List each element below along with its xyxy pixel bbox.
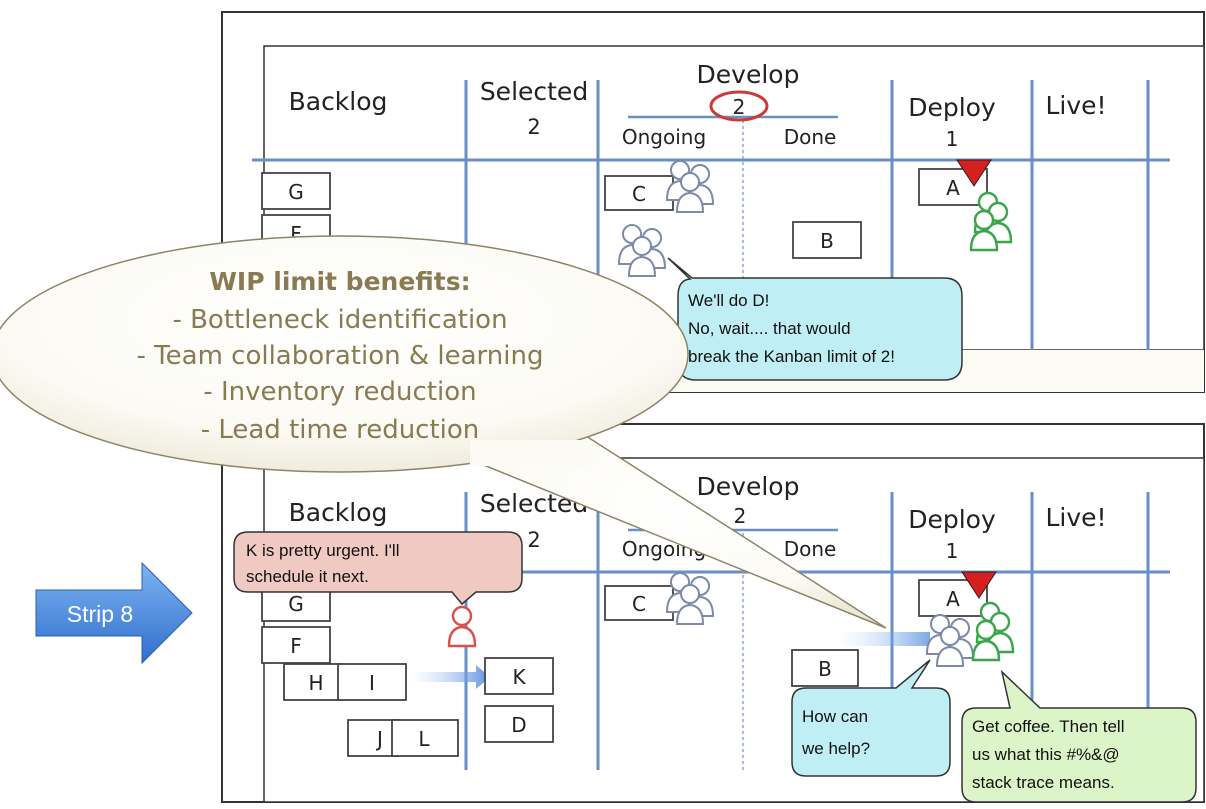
card-l: L — [391, 719, 459, 757]
deploy-marker — [956, 159, 992, 187]
card-i: I — [337, 663, 407, 701]
benefits-title: WIP limit benefits: — [209, 267, 470, 296]
header-live: Live! — [1045, 503, 1106, 532]
header-deploy: Deploy — [908, 505, 996, 534]
header-develop: Develop — [697, 472, 800, 501]
svg-text:F: F — [290, 634, 302, 658]
svg-text:K is pretty urgent. I'll: K is pretty urgent. I'll — [246, 541, 399, 560]
svg-text:I: I — [369, 671, 375, 695]
card-k: K — [484, 657, 554, 695]
card-d: D — [484, 705, 554, 743]
svg-text:No, wait.... that would: No, wait.... that would — [688, 319, 851, 338]
benefit-item: - Team collaboration & learning — [137, 341, 544, 371]
header-develop-limit: 2 — [733, 95, 746, 119]
header-selected-limit: 2 — [527, 528, 540, 552]
move-arrow — [410, 665, 490, 689]
header-done: Done — [784, 125, 837, 149]
bubble-we-will-do-d: We'll do D! No, wait.... that would brea… — [667, 257, 963, 381]
card-b: B — [792, 221, 862, 259]
strip-arrow-shape — [35, 561, 193, 665]
svg-text:We'll do D!: We'll do D! — [688, 291, 769, 310]
svg-text:C: C — [632, 592, 646, 616]
header-done: Done — [784, 537, 837, 561]
svg-text:D: D — [511, 713, 526, 737]
header-ongoing: Ongoing — [622, 125, 706, 149]
card-b: B — [791, 649, 859, 687]
header-deploy: Deploy — [908, 93, 996, 122]
card-h: H — [283, 663, 341, 701]
deploy-marker — [961, 571, 997, 599]
header-develop-limit: 2 — [734, 504, 747, 528]
benefit-item: - Inventory reduction — [203, 377, 476, 407]
motion-streak — [838, 632, 930, 646]
svg-text:schedule it next.: schedule it next. — [246, 567, 369, 586]
wip-benefits-callout: WIP limit benefits: - Bottleneck identif… — [0, 235, 887, 629]
svg-text:stack trace means.: stack trace means. — [972, 773, 1115, 792]
svg-text:B: B — [820, 229, 834, 253]
svg-text:K: K — [512, 665, 526, 689]
strip-arrow: Strip 8 — [35, 561, 193, 665]
svg-text:How can: How can — [802, 707, 868, 726]
svg-text:A: A — [946, 176, 960, 200]
bubble-get-coffee: Get coffee. Then tell us what this #%&@ … — [961, 669, 1197, 803]
header-deploy-limit: 1 — [946, 539, 959, 563]
bubble-k-urgent: K is pretty urgent. I'll schedule it nex… — [233, 531, 523, 606]
board-bottom: Backlog Selected 2 Develop 2 Ongoing Don… — [221, 423, 1205, 803]
svg-text:us what this #%&@: us what this #%&@ — [972, 745, 1120, 764]
svg-text:H: H — [308, 671, 323, 695]
header-backlog: Backlog — [289, 498, 388, 527]
header-develop: Develop — [697, 60, 800, 89]
card-c: C — [604, 175, 674, 211]
header-deploy-limit: 1 — [946, 127, 959, 151]
benefit-item: - Lead time reduction — [201, 415, 480, 445]
card-c: C — [604, 585, 674, 621]
svg-text:F: F — [290, 222, 302, 246]
header-selected-limit: 2 — [527, 115, 540, 139]
svg-text:L: L — [418, 727, 430, 751]
svg-text:J: J — [375, 727, 383, 751]
svg-text:we help?: we help? — [801, 739, 870, 758]
limit-highlight-circle — [709, 90, 769, 122]
card-g: G — [261, 172, 331, 210]
bubble-how-can-we-help: How can we help? — [791, 659, 951, 777]
header-backlog: Backlog — [289, 87, 388, 116]
svg-text:G: G — [288, 180, 304, 204]
svg-text:B: B — [818, 657, 832, 681]
strip-label: Strip 8 — [67, 601, 133, 627]
header-live: Live! — [1045, 91, 1106, 120]
svg-text:C: C — [632, 182, 646, 206]
svg-text:G: G — [288, 592, 304, 616]
card-f: F — [261, 626, 331, 664]
card-j: J — [347, 719, 399, 757]
svg-text:break the Kanban limit of 2!: break the Kanban limit of 2! — [688, 347, 895, 366]
benefit-item: - Bottleneck identification — [172, 305, 507, 335]
svg-text:Get coffee. Then tell: Get coffee. Then tell — [972, 717, 1124, 736]
callout-ellipse — [0, 235, 689, 473]
svg-text:A: A — [946, 587, 960, 611]
header-selected: Selected — [480, 77, 588, 106]
